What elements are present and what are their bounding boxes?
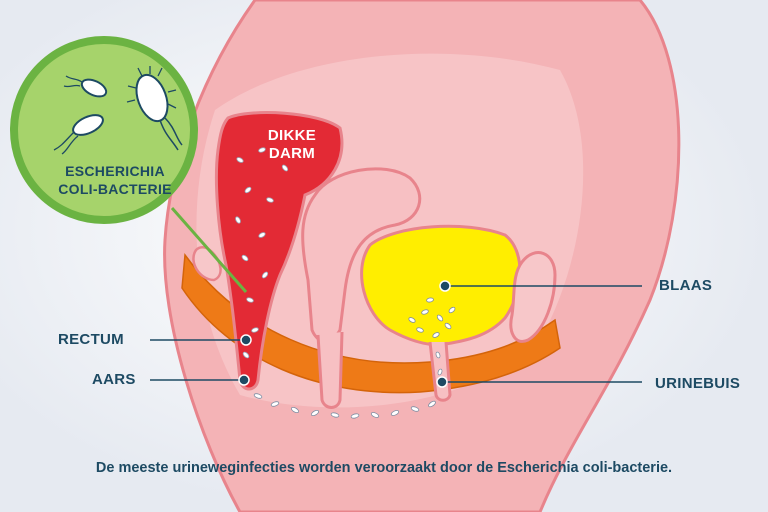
colon-bacteria [235,147,289,359]
uterus [301,167,422,343]
pubic-bone [509,251,557,343]
inset-pointer-line [170,207,248,293]
blaas-dot [439,280,451,292]
urinebuis-dot [436,376,448,388]
vagina [316,331,344,409]
perineum-bacteria [253,393,436,419]
aars-dot [238,374,250,386]
colon [214,111,344,391]
label-rectum: RECTUM [58,331,124,348]
caption: De meeste urineweginfecties worden veroo… [95,460,673,476]
leader-lines [150,285,642,383]
bacterium-medium-icon [53,114,104,155]
leader-dots [238,280,451,388]
pelvic-floor-muscle [181,252,561,394]
label-urinebuis: URINEBUIS [655,375,741,392]
label-blaas: BLAAS [659,277,713,294]
rectum-dot [240,334,252,346]
bacterium-small-icon [63,75,108,98]
label-dikke-darm: DIKKE DARM [267,127,317,162]
bladder-bacteria [408,297,456,376]
bacteria-inset [10,36,198,224]
bacterium-large-icon [126,66,183,151]
label-aars: AARS [92,371,136,388]
label-escherichia-coli: ESCHERICHIA COLI-BACTERIE [58,163,172,197]
